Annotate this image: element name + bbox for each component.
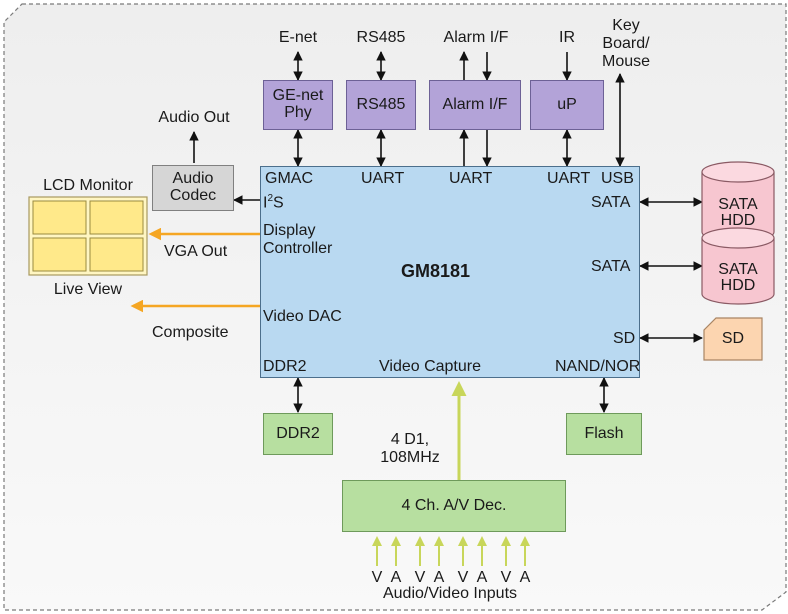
av-decoder-block: 4 Ch. A/V Dec. xyxy=(342,480,566,532)
vga-out-label: VGA Out xyxy=(164,243,228,260)
flash-block: Flash xyxy=(566,413,642,455)
keyboard-label-line2: Board/ xyxy=(602,35,650,52)
port-i2s-tail: S xyxy=(273,194,284,212)
composite-label: Composite xyxy=(152,324,229,341)
keyboard-label-line3: Mouse xyxy=(601,53,651,70)
port-usb: USB xyxy=(601,170,634,187)
port-sata-1: SATA xyxy=(591,194,631,211)
input-a-3: A xyxy=(476,569,488,586)
port-ddr2: DDR2 xyxy=(263,358,307,375)
hdd-cylinder-2 xyxy=(701,227,775,305)
input-v-1: V xyxy=(371,569,383,586)
video-link-line1: 4 D1, xyxy=(390,431,430,448)
hdd2-line2: HDD xyxy=(720,277,756,294)
port-uart-1: UART xyxy=(361,170,405,187)
input-a-4: A xyxy=(519,569,531,586)
input-a-1: A xyxy=(390,569,402,586)
port-uart-2: UART xyxy=(449,170,493,187)
rs485-block: RS485 xyxy=(346,80,416,130)
alarm-ext-label: Alarm I/F xyxy=(443,29,509,46)
hdd1-line1: SATA xyxy=(718,196,758,213)
input-v-3: V xyxy=(457,569,469,586)
port-uart-3: UART xyxy=(547,170,591,187)
hdd-cylinder-1 xyxy=(701,161,775,243)
genet-phy-line1: GE-net xyxy=(272,87,324,105)
ddr2-block: DDR2 xyxy=(263,413,333,455)
av-input-arrows xyxy=(372,536,530,566)
port-display-line2: Controller xyxy=(263,240,333,257)
port-display-line1: Display xyxy=(263,222,316,239)
port-nand-nor: NAND/NOR xyxy=(555,358,641,375)
audio-out-label: Audio Out xyxy=(158,109,230,126)
input-v-4: V xyxy=(500,569,512,586)
port-i2s-sup: 2 xyxy=(267,193,274,204)
port-gmac: GMAC xyxy=(265,170,313,187)
soc-name: GM8181 xyxy=(401,261,471,281)
rs485-ext-label: RS485 xyxy=(356,29,406,46)
av-inputs-caption: Audio/Video Inputs xyxy=(382,585,518,602)
input-a-2: A xyxy=(433,569,445,586)
live-view-label: Live View xyxy=(53,281,123,298)
up-block: uP xyxy=(530,80,604,130)
genet-phy-line2: Phy xyxy=(284,104,312,121)
port-sd: SD xyxy=(613,330,636,347)
keyboard-label-line1: Key xyxy=(612,17,640,34)
input-v-2: V xyxy=(414,569,426,586)
sd-card-label: SD xyxy=(721,330,745,347)
video-link-line2: 108MHz xyxy=(380,449,440,466)
soc-gm8181-block: GMAC UART UART UART USB I2S Display Cont… xyxy=(260,166,640,378)
alarm-if-block: Alarm I/F xyxy=(429,80,521,130)
lcd-monitor-label: LCD Monitor xyxy=(43,177,133,194)
port-i2s-base: I xyxy=(263,194,268,212)
hdd1-line2: HDD xyxy=(720,212,756,229)
ir-label: IR xyxy=(559,29,575,46)
genet-phy-block: GE-net Phy xyxy=(263,80,333,130)
port-video-capture: Video Capture xyxy=(379,358,481,375)
port-i2s: I2S xyxy=(263,194,284,211)
port-video-dac: Video DAC xyxy=(263,308,342,325)
audio-codec-line1: Audio xyxy=(172,170,214,188)
port-sata-2: SATA xyxy=(591,258,631,275)
sd-card-shape xyxy=(703,317,763,361)
lcd-monitor-icon xyxy=(28,196,148,276)
hdd2-line1: SATA xyxy=(718,261,758,278)
audio-codec-block: Audio Codec xyxy=(152,165,234,211)
audio-codec-line2: Codec xyxy=(169,187,217,204)
enet-label: E-net xyxy=(278,29,318,46)
